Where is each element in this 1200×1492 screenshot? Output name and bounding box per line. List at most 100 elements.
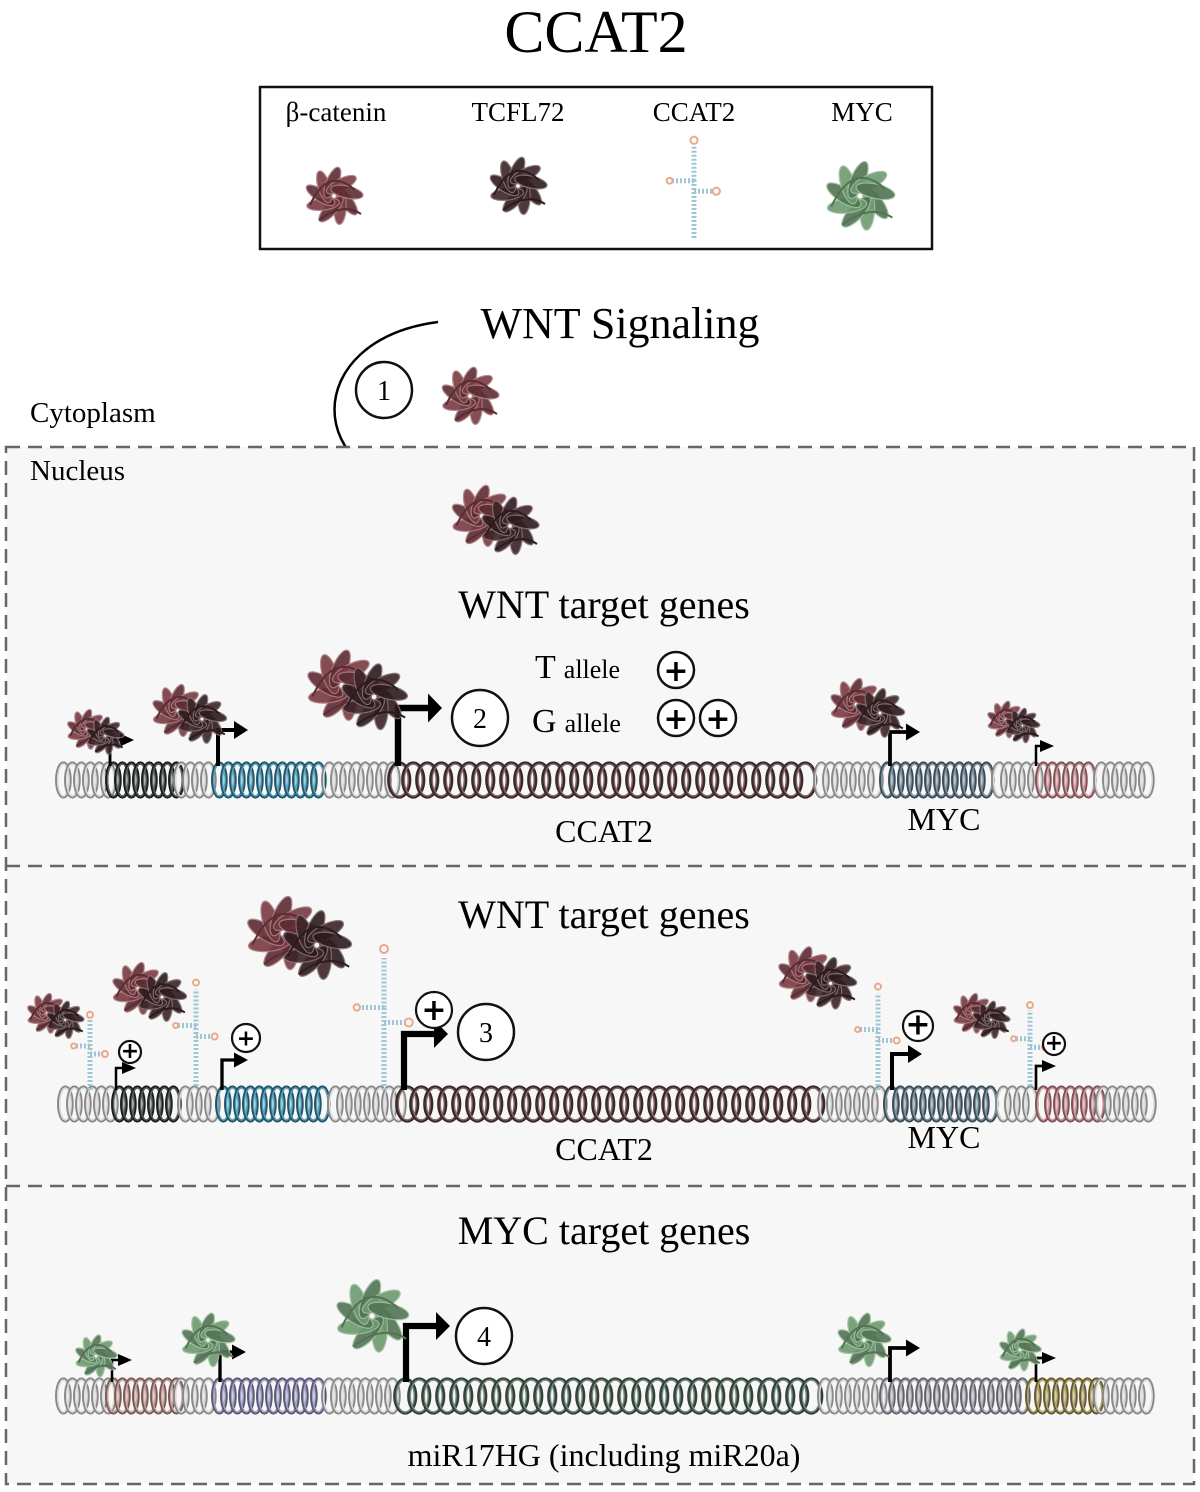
panel-2-plus-2: + [230, 1022, 262, 1054]
t-allele-plus: + [663, 654, 688, 689]
panel-2-complex-ccat2-tcfl72 [282, 910, 353, 981]
panel-1-title: WNT target genes [458, 582, 750, 627]
panel-1-complex-myc [830, 677, 906, 738]
panel-3-dna-segment-10 [1093, 1377, 1155, 1415]
panel-2-myc-gene-label: MYC [908, 1119, 981, 1155]
panel-3-promoter-1 [110, 1354, 132, 1382]
legend-label-beta-catenin: β-catenin [286, 97, 387, 127]
panel-1-ccat2-gene-label: CCAT2 [555, 813, 653, 849]
panel-2-rna-2 [172, 978, 219, 1086]
panel-2-dna-segment-6 [395, 1085, 826, 1123]
legend-myc-icon [826, 160, 896, 231]
nuclear-complex-icon-tcfl72 [481, 496, 540, 556]
svg-text:+: + [905, 1007, 930, 1042]
panel-1-dna-segment-10 [1035, 761, 1097, 799]
step-2-marker: 2 [450, 688, 510, 748]
svg-text:+: + [121, 1039, 139, 1064]
panel-2-promoter-2 [220, 1052, 248, 1090]
panel-2-plus-5: + [1041, 1031, 1067, 1057]
panel-2-complex-ccat2 [247, 895, 353, 981]
panel-2-rna-ccat2 [352, 944, 414, 1090]
panel-2-complex-5 [953, 992, 1011, 1040]
panel-3-myc-protein-2 [181, 1312, 236, 1368]
panel-1-dna-segment-11 [1093, 761, 1155, 799]
panel-1-dna-segment-3 [173, 761, 217, 799]
panel-1-complex-ccat2-tcfl72 [341, 663, 409, 731]
panel-1-complex-1 [67, 708, 125, 756]
panel-1-myc-gene-label: MYC [908, 801, 981, 837]
g-allele-plus-2: + [705, 702, 730, 737]
panel-2-promoter-5 [1034, 1060, 1056, 1090]
panel-1-complex-5-tcfl72 [1005, 707, 1041, 744]
legend-tcfl72-icon [489, 156, 548, 216]
step-1-beta-catenin-icon [441, 366, 500, 426]
legend-beta-catenin-icon [305, 166, 364, 226]
panel-2-plus-myc: + [901, 1007, 935, 1042]
svg-text:+: + [237, 1027, 255, 1052]
t-allele-word: allele [564, 655, 620, 684]
cytoplasm-label: Cytoplasm [30, 397, 156, 429]
panel-3-dna-segment-7 [817, 1377, 888, 1415]
svg-text:+: + [421, 993, 446, 1028]
panel-2-complex-5-tcfl72 [972, 1000, 1011, 1040]
panel-3-dna-segment-6 [393, 1377, 824, 1415]
g-allele-word: allele [565, 709, 621, 738]
panel-1-complex-ccat2 [307, 649, 409, 731]
panel-1-complex-1-tcfl72 [86, 716, 125, 756]
panel-1-dna-segment-8 [879, 761, 995, 799]
panel-2-rna-1 [70, 1010, 109, 1090]
nucleus-label: Nucleus [30, 455, 125, 487]
step-1-marker: 1 [354, 360, 414, 420]
t-allele-letter: T [535, 649, 556, 686]
panel-3-dna-segment-8 [879, 1377, 1031, 1415]
panel-1-promoter-myc [888, 723, 920, 766]
legend: β-catenin TCFL72 CCAT2 MYC [258, 85, 934, 251]
panel-3-mir17hg-gene-label: miR17HG (including miR20a) [408, 1437, 801, 1473]
g-allele-letter: G [532, 703, 557, 740]
panel-1-dna-segment-6 [387, 761, 818, 799]
diagram-title: CCAT2 [504, 0, 687, 65]
panel-1-complex-2 [152, 683, 228, 744]
panel-1-complex-2-tcfl72 [177, 694, 228, 744]
panel-3-dna-segment-3 [173, 1377, 217, 1415]
legend-label-ccat2: CCAT2 [653, 97, 736, 127]
nuclear-complex-icon [451, 484, 540, 556]
panel-2-dna-segment-2 [111, 1085, 182, 1123]
panel-3-myc-protein-3 [336, 1278, 410, 1353]
legend-box [258, 85, 934, 251]
step-4-marker: 4 [454, 1306, 514, 1366]
legend-ccat2-rna-icon [665, 135, 721, 238]
panel-3-dna-segment-2 [105, 1377, 185, 1415]
panel-2-dna-segment-10 [1035, 1085, 1106, 1123]
panel-2-complex-myc-tcfl72 [805, 956, 858, 1010]
panel-1-complex-5 [987, 700, 1041, 744]
panel-2-rna-myc [854, 982, 901, 1090]
step-2-number: 2 [473, 704, 487, 735]
panel-3-title: MYC target genes [458, 1208, 751, 1253]
panel-1-dna-segment-5 [321, 761, 401, 799]
panel-3-promoter-mir17hg [402, 1312, 450, 1382]
step-4-number: 4 [477, 1322, 491, 1353]
panel-3-dna-segment-9 [1025, 1377, 1105, 1415]
panel-3-promoter-4 [888, 1339, 920, 1382]
panel-1-dna-segment-9 [991, 761, 1044, 799]
panel-2-plus-1: + [117, 1039, 143, 1065]
legend-label-myc: MYC [831, 97, 893, 127]
wnt-signaling-label: WNT Signaling [480, 299, 759, 348]
panel-2-promoter-myc [890, 1045, 922, 1090]
panel-2-dna-segment-1 [57, 1085, 119, 1123]
legend-label-tcfl72: TCFL72 [471, 97, 564, 127]
panel-2-complex-myc [778, 946, 858, 1010]
panel-2-title: WNT target genes [458, 892, 750, 937]
step-1-number: 1 [377, 376, 391, 407]
panel-3-myc-protein-4 [837, 1312, 892, 1368]
panel-3-myc-protein-1 [75, 1334, 118, 1378]
panel-2-plus-ccat2: + [414, 990, 454, 1030]
panel-2-dna-segment-9 [995, 1085, 1039, 1123]
step-3-marker: 3 [456, 1002, 516, 1062]
panel-2-complex-1-tcfl72 [46, 1000, 85, 1040]
panel-3-dna-segment-5 [321, 1377, 401, 1415]
